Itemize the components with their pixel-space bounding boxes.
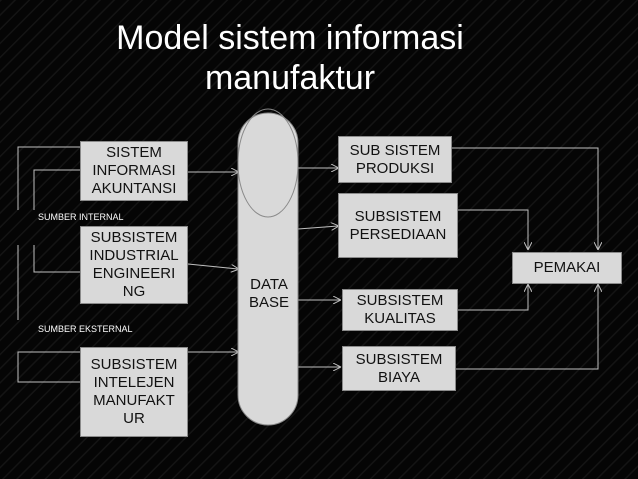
- line-internal-top: [17, 146, 80, 210]
- line-sia-feed: [33, 169, 80, 210]
- label-sumber-eksternal: SUMBER EKSTERNAL: [38, 324, 133, 334]
- database-cylinder: [237, 108, 299, 426]
- box-subsistem-biaya: SUBSISTEM BIAYA: [342, 346, 456, 391]
- box-subsistem-kualitas: SUBSISTEM KUALITAS: [342, 289, 458, 331]
- box-pemakai: PEMAKAI: [512, 252, 622, 284]
- box-subsistem-intelejen-manufaktur: SUBSISTEM INTELEJEN MANUFAKT UR: [80, 347, 188, 437]
- line-external: [17, 351, 80, 383]
- box-sistem-informasi-akuntansi: SISTEM INFORMASI AKUNTANSI: [80, 141, 188, 201]
- database-label: DATA BASE: [248, 276, 290, 311]
- diagram-title: Model sistem informasi manufaktur: [116, 19, 464, 97]
- box-subsistem-persediaan: SUBSISTEM PERSEDIAAN: [338, 193, 458, 258]
- label-sumber-internal: SUMBER INTERNAL: [38, 212, 124, 222]
- box-subsistem-industrial-engineering: SUBSISTEM INDUSTRIAL ENGINEERI NG: [80, 226, 188, 304]
- arrow-persediaan-to-pemakai: [458, 209, 528, 249]
- arrow-db-to-persediaan: [297, 226, 338, 229]
- arrow-kualitas-to-pemakai: [458, 285, 528, 311]
- arrow-sie-to-db: [187, 263, 238, 269]
- arrow-biaya-to-pemakai: [456, 285, 598, 370]
- line-sie-feed: [33, 245, 80, 273]
- box-sub-sistem-produksi: SUB SISTEM PRODUKSI: [338, 136, 452, 183]
- arrow-produksi-to-pemakai: [452, 147, 598, 249]
